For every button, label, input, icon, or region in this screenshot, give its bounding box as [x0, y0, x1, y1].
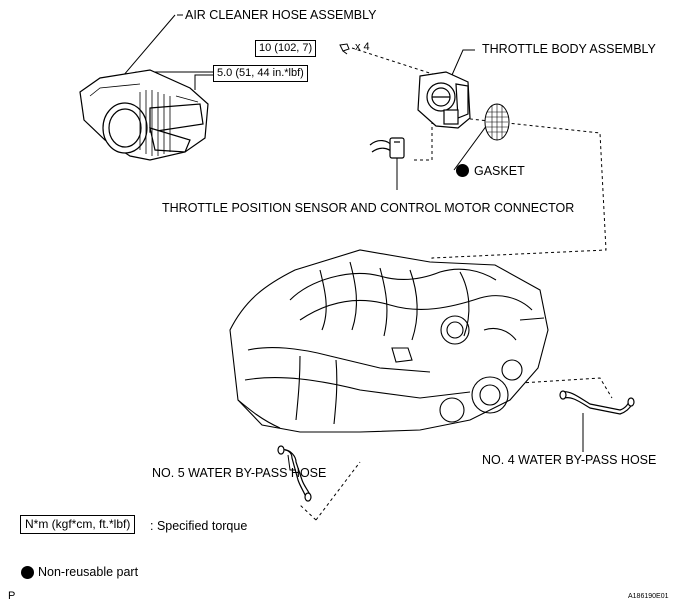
throttle-body-assembly — [417, 71, 471, 129]
no4-hose-label: NO. 4 WATER BY-PASS HOSE — [482, 453, 657, 467]
gasket — [484, 103, 510, 141]
bolt-torque-spec: 10 (102, 7) — [255, 40, 317, 57]
non-reusable-legend-icon — [21, 566, 34, 579]
tps-connector-label: THROTTLE POSITION SENSOR AND CONTROL MOT… — [162, 201, 575, 215]
bolt-icon — [339, 43, 350, 55]
non-reusable-legend-text: Non-reusable part — [38, 565, 139, 579]
no5-water-bypass-hose — [277, 445, 312, 502]
engine — [229, 249, 549, 433]
gasket-label: GASKET — [474, 164, 525, 178]
air-cleaner-hose-label: AIR CLEANER HOSE ASSEMBLY — [185, 8, 377, 22]
torque-unit-legend-box: N*m (kgf*cm, ft.*lbf) — [20, 515, 136, 534]
tps-connector — [369, 137, 405, 159]
throttle-body-label: THROTTLE BODY ASSEMBLY — [482, 42, 656, 56]
no5-hose-label: NO. 5 WATER BY-PASS HOSE — [152, 466, 327, 480]
bolt-quantity: x 4 — [355, 41, 370, 53]
air-cleaner-hose-assembly — [79, 69, 209, 161]
torque-unit-legend-text: : Specified torque — [150, 519, 248, 533]
page-marker: P — [8, 590, 16, 602]
no4-water-bypass-hose — [559, 390, 635, 415]
clamp-torque-spec: 5.0 (51, 44 in.*lbf) — [213, 65, 308, 82]
figure-id: A186190E01 — [628, 593, 669, 600]
non-reusable-dot-icon — [456, 164, 469, 177]
